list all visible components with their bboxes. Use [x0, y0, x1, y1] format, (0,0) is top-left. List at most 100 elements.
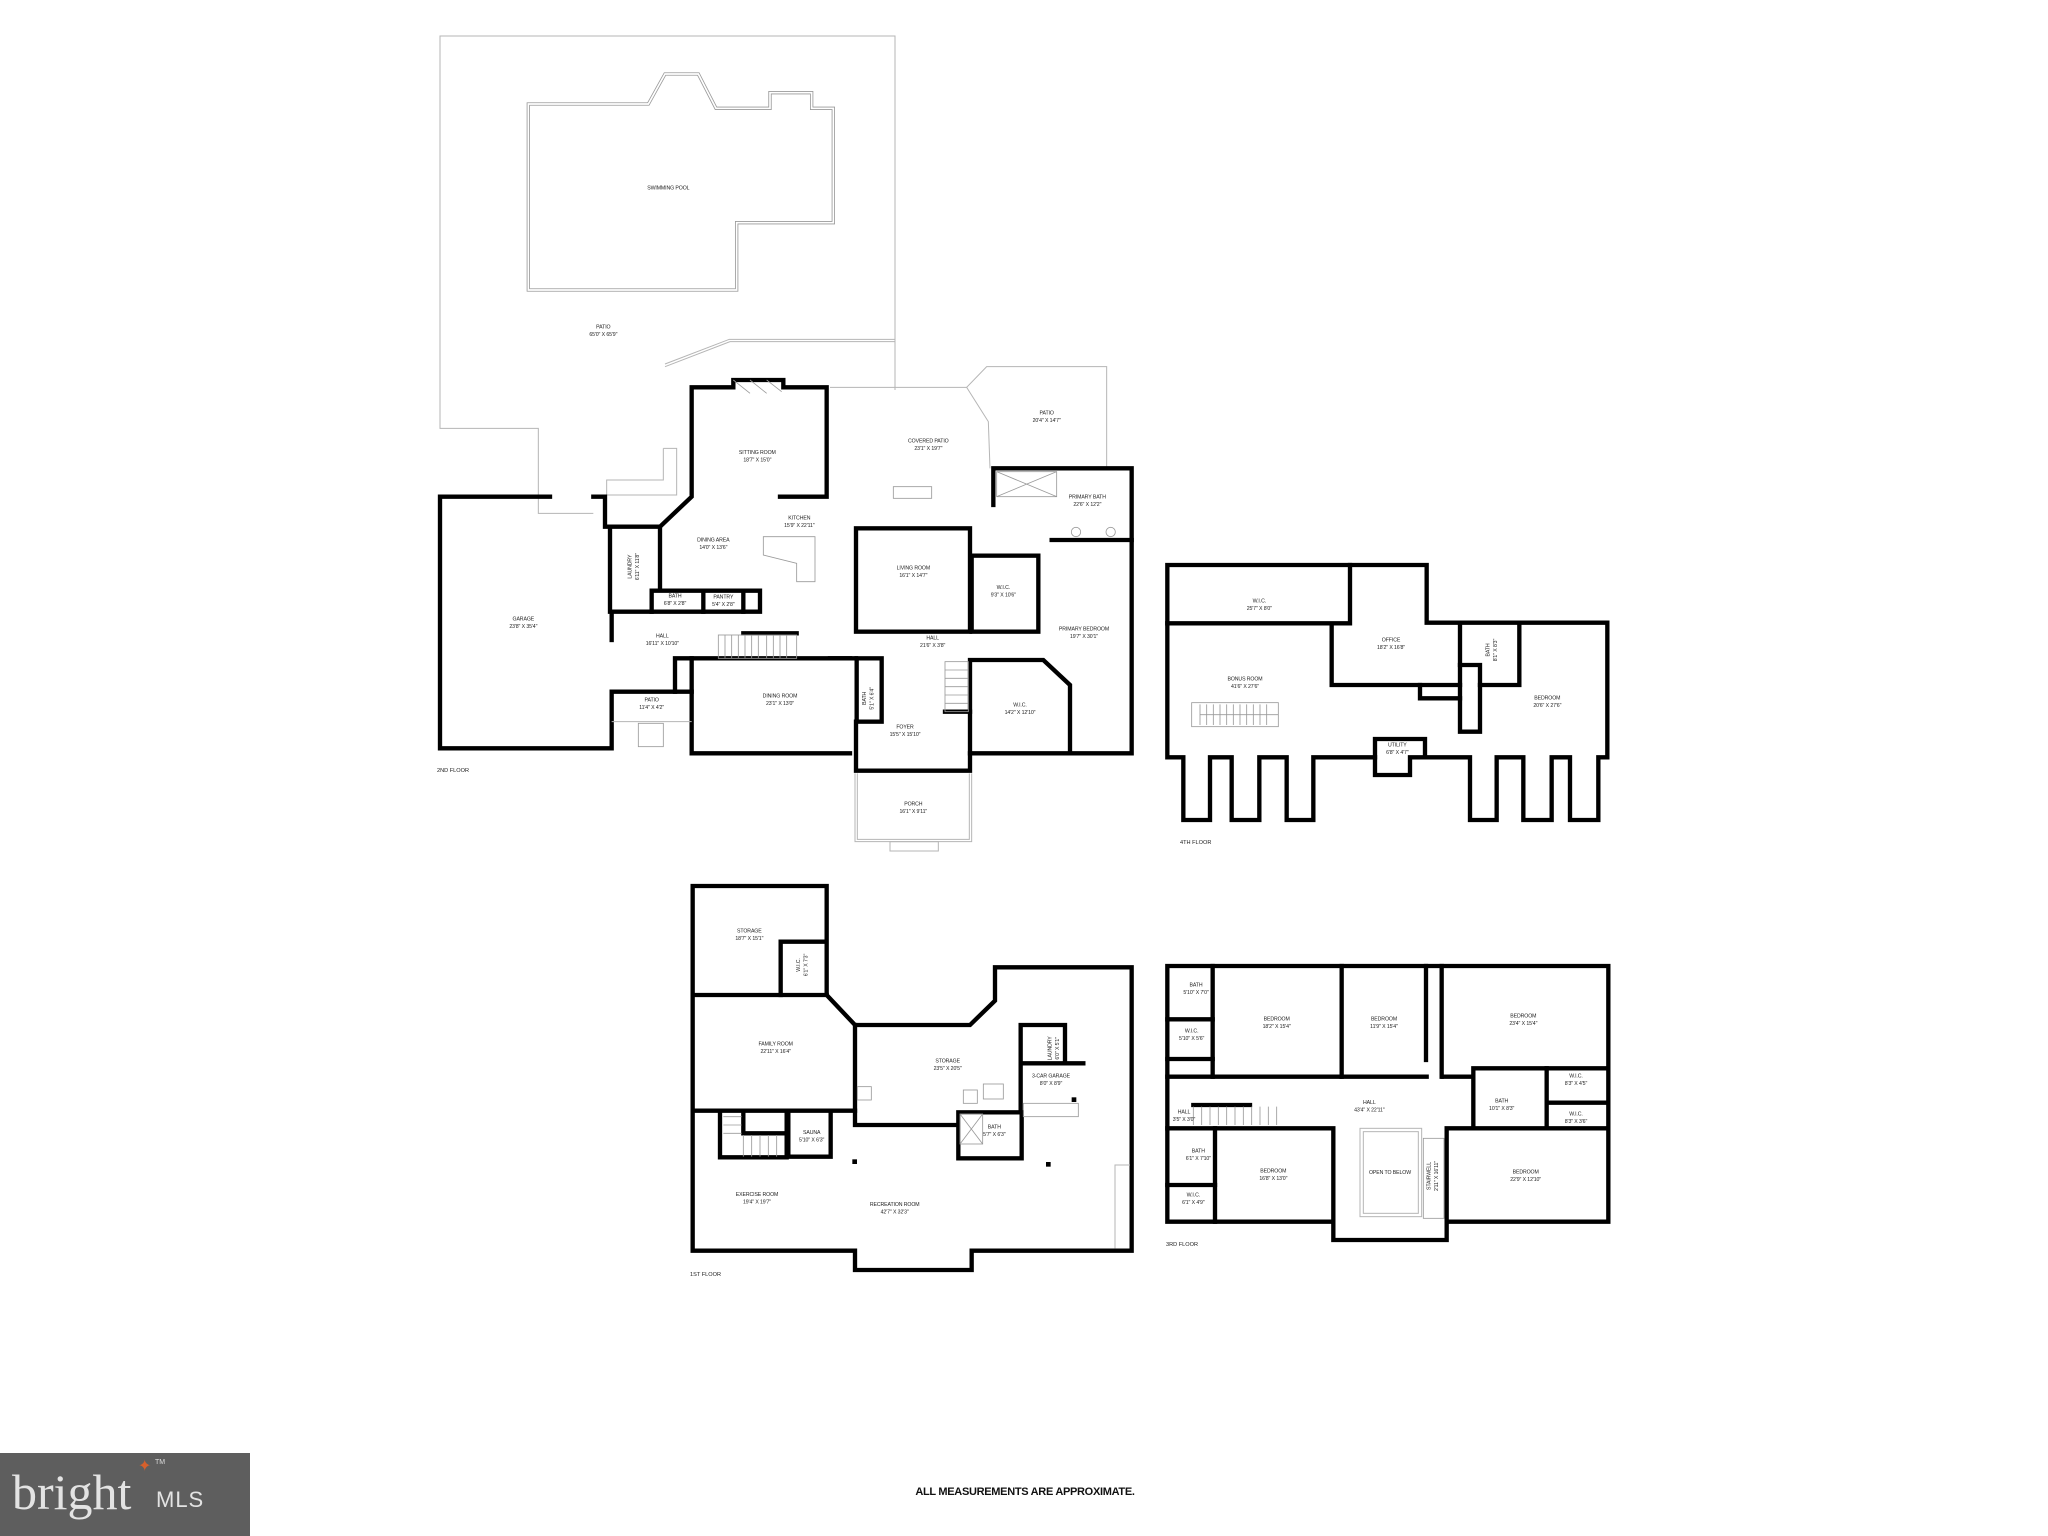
- room-dimensions: 9'3" X 10'6": [991, 593, 1016, 599]
- room-dimensions: 11'4" X 4'2": [639, 705, 664, 711]
- room-dimensions: 18'7" X 15'0": [743, 458, 771, 464]
- room-name: PRIMARY BEDROOM: [1059, 626, 1109, 632]
- room-dimensions: 5'10" X 6'3": [799, 1138, 824, 1144]
- stairs: [944, 661, 969, 713]
- room-dimensions: 5'10" X 7'0": [1183, 990, 1208, 996]
- room-label: BEDROOM 16'8" X 13'0": [1259, 1168, 1287, 1182]
- first-floor: [690, 883, 1134, 1273]
- room-name: OFFICE: [1382, 638, 1401, 644]
- room-dimensions: 15'5" X 15'10": [890, 732, 921, 738]
- room-name: BATH: [988, 1124, 1001, 1130]
- room-name: PATIO: [645, 698, 659, 704]
- room-name: BATH: [1192, 1148, 1205, 1154]
- room-dimensions: 5'7" X 6'3": [983, 1132, 1006, 1138]
- room-label: W.I.C.6'1" X 7'3": [796, 954, 810, 977]
- room-label: HALL 3'5" X 3'0": [1173, 1109, 1196, 1123]
- room-name: BEDROOM: [1264, 1017, 1290, 1023]
- room-name: FOYER: [896, 724, 914, 730]
- room-dimensions: 5'1" X 6'4": [870, 687, 876, 710]
- room-dimensions: 23'5" X 20'5": [934, 1066, 962, 1072]
- room-dimensions: 22'6" X 12'2": [1073, 502, 1101, 508]
- room-label: W.I.C.5'10" X 5'6": [1179, 1028, 1205, 1042]
- room-name: HALL: [1363, 1100, 1376, 1106]
- swimming-pool-outline: [526, 72, 835, 292]
- second-floor-east: [827, 366, 1134, 773]
- room-name: GARAGE: [513, 617, 535, 623]
- pool-yard: [439, 35, 896, 390]
- room-dimensions: 6'1" X 4'9": [1182, 1200, 1205, 1206]
- room-dimensions: 22'11" X 16'4": [760, 1049, 791, 1055]
- room-label: BATH 5'7" X 6'3": [983, 1124, 1006, 1138]
- room-dimensions: 6'0" X 5'1": [1055, 1037, 1061, 1060]
- room-name: BEDROOM: [1371, 1017, 1397, 1023]
- room-label: PATIO 65'0" X 65'9": [589, 324, 617, 338]
- floor-label-third: 3RD FLOOR: [1166, 1242, 1198, 1248]
- room-name: BEDROOM: [1513, 1169, 1539, 1175]
- room-dimensions: 25'7" X 8'0": [1247, 606, 1272, 612]
- room-dimensions: 3'5" X 3'0": [1173, 1117, 1196, 1123]
- room-name: SAUNA: [803, 1130, 821, 1136]
- room-name: PORCH: [904, 802, 923, 808]
- room-dimensions: 6'1" X 7'3": [804, 954, 810, 977]
- room-dimensions: 19'4" X 19'7": [743, 1200, 771, 1206]
- stairs: [1191, 702, 1279, 728]
- room-name: COVERED PATIO: [908, 439, 949, 445]
- logo-star-icon: ✦: [138, 1458, 152, 1475]
- room-name: BEDROOM: [1534, 695, 1560, 701]
- room-label: W.I.C.9'3" X 10'6": [991, 585, 1017, 599]
- room-name: PATIO: [596, 324, 610, 330]
- room-name: RECREATION ROOM: [870, 1202, 920, 1208]
- logo-wordmark: bright: [12, 1464, 132, 1520]
- fourth-floor: [1165, 562, 1610, 823]
- room-name: W.I.C.: [1569, 1112, 1583, 1118]
- room-label: W.I.C.6'1" X 4'9": [1182, 1193, 1205, 1207]
- room-name: W.I.C.: [796, 958, 802, 972]
- room-dimensions: 23'8" X 35'4": [509, 624, 537, 630]
- floor-label-fourth: 4TH FLOOR: [1180, 840, 1211, 846]
- bright-mls-logo: bright ✦ TM MLS: [0, 1453, 250, 1536]
- room-dimensions: 41'6" X 27'6": [1231, 684, 1259, 690]
- room-dimensions: 5'10" X 5'6": [1179, 1036, 1204, 1042]
- room-name: BATH: [1495, 1098, 1508, 1104]
- floor-label-second: 2ND FLOOR: [437, 768, 469, 774]
- room-name: OPEN TO BELOW: [1369, 1170, 1411, 1176]
- room-name: HALL: [656, 633, 669, 639]
- room-dimensions: 18'2" X 16'8": [1377, 645, 1405, 651]
- room-label: RECREATION ROOM 42'7" X 32'3": [870, 1202, 920, 1216]
- room-dimensions: 16'8" X 13'0": [1259, 1176, 1287, 1182]
- room-name: UTILITY: [1388, 743, 1407, 749]
- room-label: FOYER 15'5" X 15'10": [890, 724, 921, 738]
- room-dimensions: 16'1" X 14'7": [899, 573, 927, 579]
- room-dimensions: 8'3" X 3'6": [1565, 1119, 1588, 1125]
- room-dimensions: 65'0" X 65'9": [589, 332, 617, 338]
- stairs: [723, 1116, 778, 1157]
- porch: [854, 773, 973, 852]
- room-name: BEDROOM: [1260, 1168, 1286, 1174]
- room-dimensions: 15'9" X 22'11": [784, 523, 815, 529]
- room-name: HALL: [1178, 1109, 1191, 1115]
- room-dimensions: 6'11" X 11'8": [635, 553, 641, 581]
- room-dimensions: 42'7" X 32'3": [881, 1210, 909, 1216]
- room-dimensions: 18'7" X 15'1": [735, 936, 763, 942]
- floor-label-first: 1ST FLOOR: [690, 1272, 721, 1278]
- room-dimensions: 8'1" X 8'3": [1493, 639, 1499, 662]
